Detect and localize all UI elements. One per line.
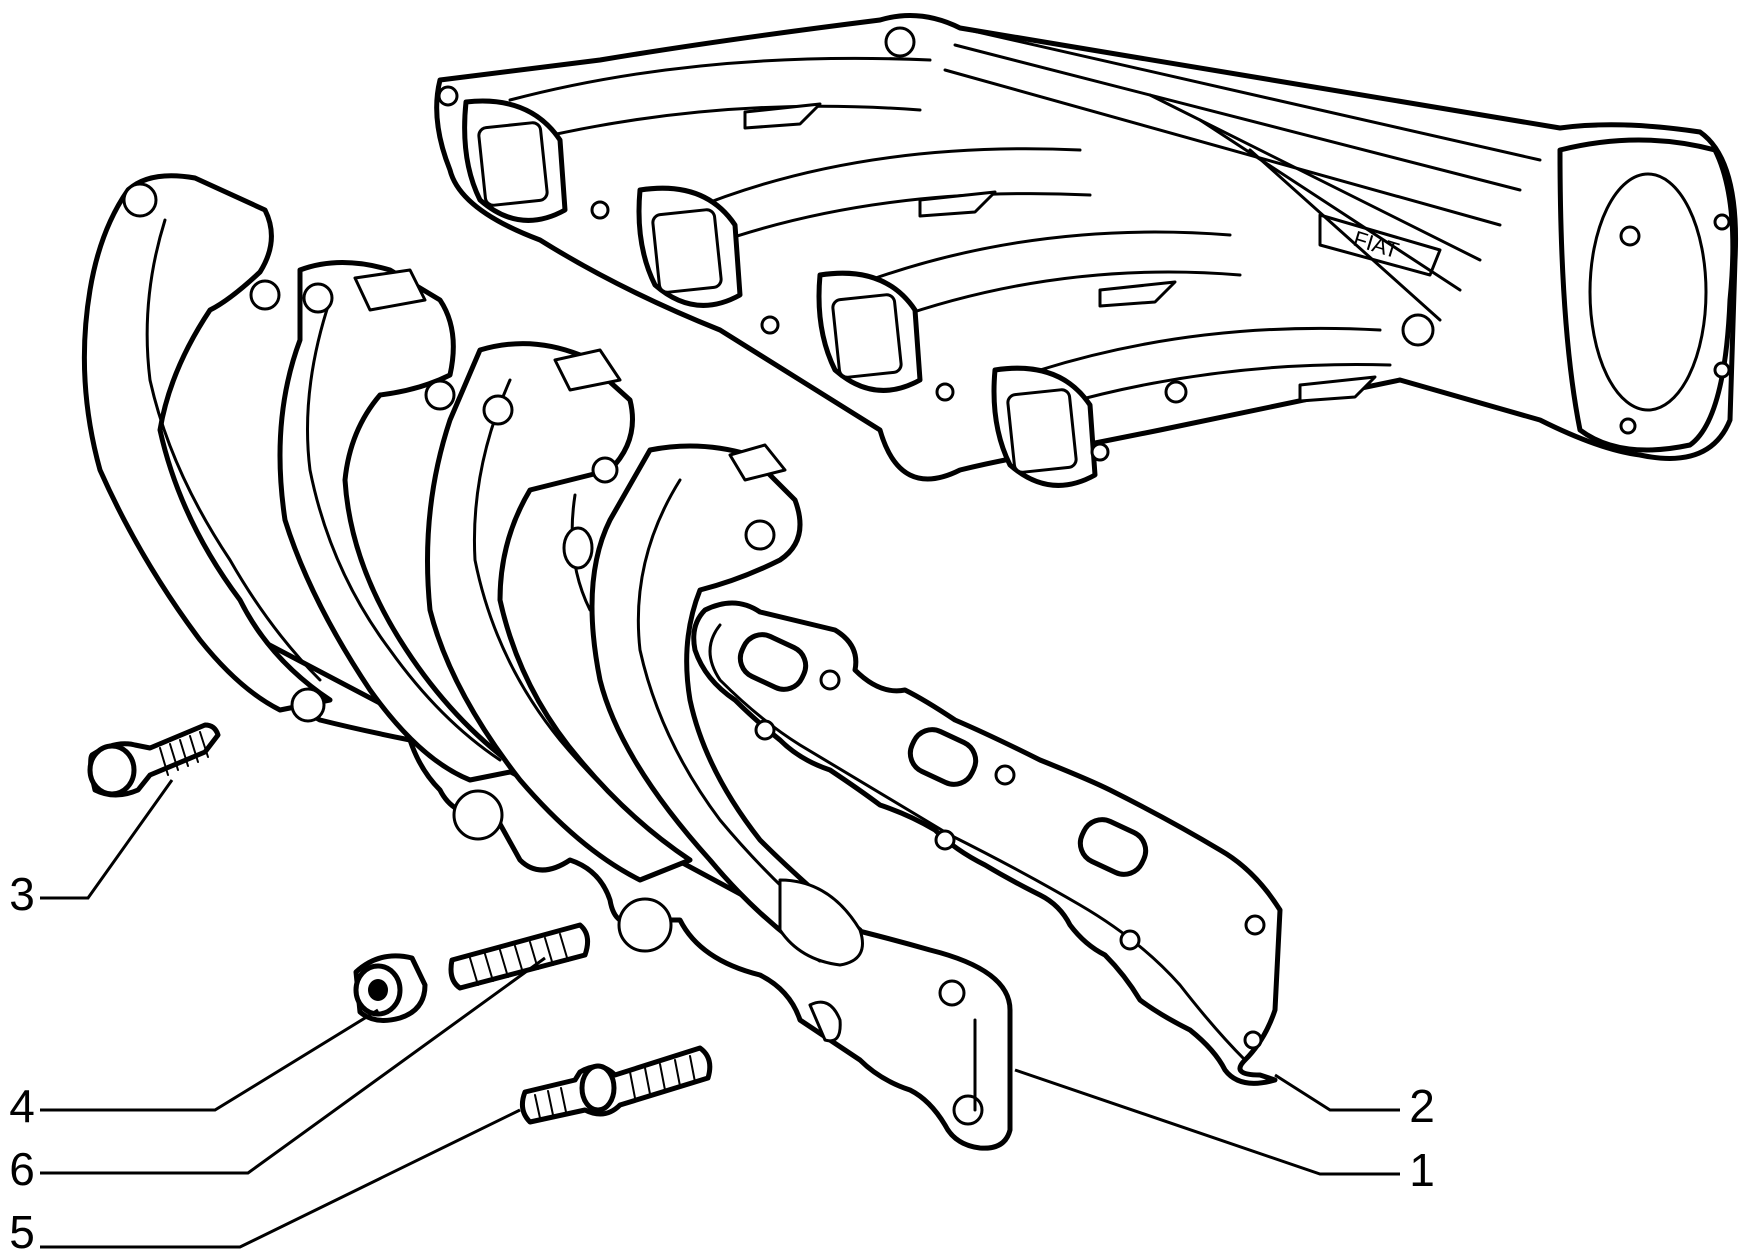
callout-3: 3	[9, 868, 35, 920]
exhaust-gasket	[691, 600, 1283, 1086]
callout-5: 5	[9, 1206, 35, 1251]
callout-2: 2	[1409, 1080, 1435, 1132]
callout-4: 4	[9, 1080, 35, 1132]
exhaust-runner-2	[277, 260, 523, 783]
nut-item-4	[353, 953, 428, 1023]
leader-lines	[40, 779, 1400, 1249]
bolt-item-3	[87, 722, 221, 798]
leader-line-3	[40, 779, 174, 900]
leader-line-4	[40, 1008, 379, 1112]
leader-line-2	[1274, 1073, 1400, 1112]
leader-line-1	[1014, 1068, 1400, 1176]
leader-line-6	[40, 956, 546, 1175]
intake-port-3	[760, 270, 923, 393]
intake-manifold: FIAT	[434, 13, 1739, 488]
callout-6: 6	[9, 1143, 35, 1195]
intake-port-4	[935, 365, 1110, 488]
exhaust-runner-1	[81, 173, 333, 713]
callout-1: 1	[1409, 1144, 1435, 1196]
stud-item-6	[448, 922, 591, 991]
exhaust-runner-3	[425, 341, 693, 883]
intake-port-1	[437, 85, 568, 223]
exhaust-runner-4	[589, 443, 863, 963]
exhaust-manifold	[81, 173, 1013, 1151]
leader-line-5	[40, 1108, 521, 1249]
intake-port-2	[590, 185, 743, 308]
callout-labels: 3 4 6 5 2 1	[9, 868, 1435, 1256]
stud-item-5	[519, 1045, 713, 1125]
